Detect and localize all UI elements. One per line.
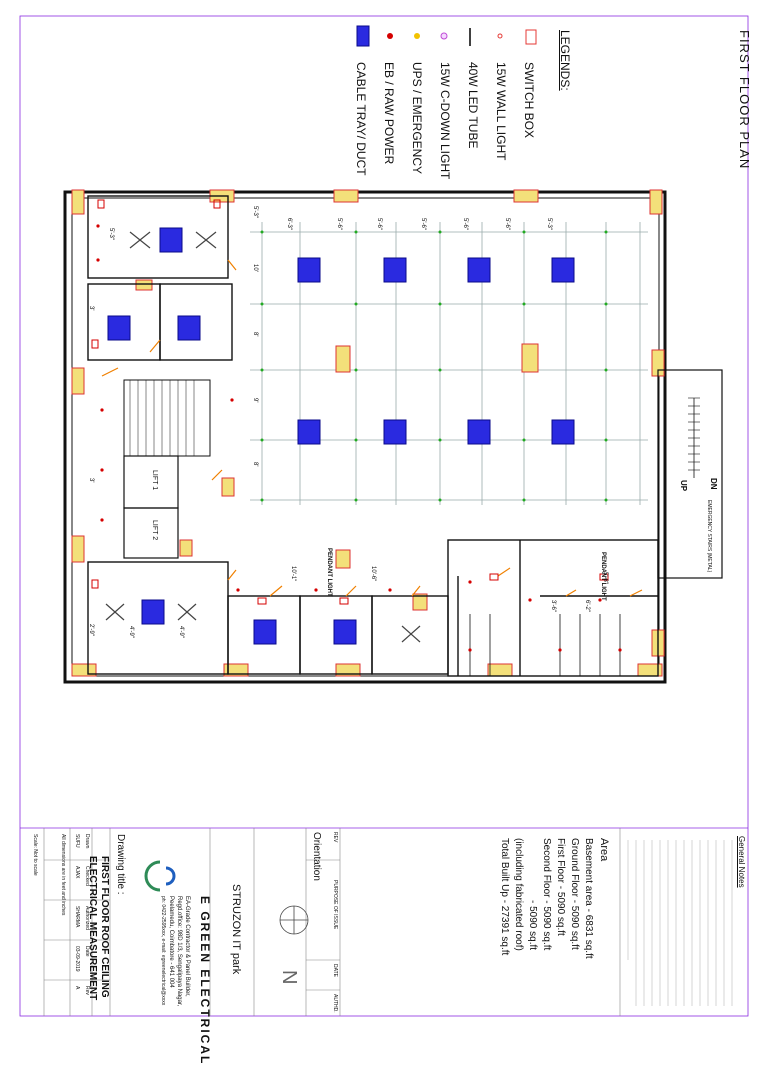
dim-misc-4: 10'-1" [290, 566, 296, 582]
door-swings [101, 259, 643, 597]
dim-misc-2: 3' [88, 306, 94, 311]
area-line-1: Basement area - 6831 sq.ft [583, 838, 594, 959]
tb-header-checked: Checked [84, 866, 90, 886]
emergency-stairs-label: EMERGENCY STAIRS (METAL) [706, 500, 712, 573]
legend-item-eb-raw-power: EB / RAW POWER [382, 62, 396, 165]
legend-item-switch-box: SWITCH BOX [522, 62, 536, 139]
area-heading: Area [598, 838, 610, 862]
floor-plan [19, 15, 749, 1017]
legend-item-cable-tray: CABLE TRAY/ DUCT [354, 62, 368, 176]
rev-header-rev: REV [332, 832, 338, 843]
general-notes-heading: General Notes [737, 836, 746, 888]
lift-2 [123, 507, 179, 559]
company-line-2: Regd.office: 98D 1/3, Sengalipaya Nagar, [176, 896, 182, 1007]
orientation-label: Orientation [311, 832, 322, 881]
compass-letter: N [278, 970, 300, 985]
ceiling-fans [105, 231, 421, 643]
legend-item-ups-emergency: UPS / EMERGENCY [410, 62, 424, 175]
tb-value-authorized: SHARMA [74, 906, 80, 928]
grid-junctions [260, 230, 608, 502]
tb-value-checked: AJAX [74, 866, 80, 879]
area-line-6: (including fabricated roof) [513, 838, 524, 951]
drawing-sheet: 6'-3" 5'-6" 5'-6" 5'-6" 5'-6" 5'-6" 5'-3… [19, 15, 752, 1065]
dim-left-2: 10' [252, 264, 258, 272]
area-line-5: - 5090 sq.ft [527, 900, 538, 951]
cable-trays [107, 227, 575, 645]
legend-heading: LEGENDS: [558, 30, 572, 91]
dim-top-6: 5'-6" [504, 218, 510, 230]
legend-item-c-down-light: 15W C-DOWN LIGHT [438, 62, 452, 180]
dim-top-4: 5'-6" [420, 218, 426, 230]
dim-left-4: 9' [252, 398, 258, 403]
dim-misc-5: 10'-6" [370, 566, 376, 582]
rev-header-purpose: PURPOSE OF ISSUE [332, 880, 338, 930]
wall-lights [96, 224, 622, 652]
tb-value-rev: A [74, 986, 80, 990]
dim-misc-8: 2'-9" [88, 624, 94, 636]
ups-columns [71, 189, 665, 677]
tb-header-rev: Rev [84, 986, 90, 995]
company-line-4: ph: 0422-2595xxx, e-mail: egreenelectric… [160, 896, 166, 1006]
lift-2-label: LIFT 2 [151, 520, 158, 541]
tb-scale: Scale: Not to scale [32, 834, 38, 876]
dim-top-3: 5'-6" [376, 218, 382, 230]
rev-header-date: DATE [332, 964, 338, 977]
company-name: E GREEN ELECTRICAL [198, 896, 212, 1065]
area-line-7: Total Built Up - 27391 sq.ft [499, 838, 510, 956]
dim-top-7: 5'-3" [546, 218, 552, 230]
dim-misc-7: 4'-9" [178, 626, 184, 638]
page-title: FIRST FLOOR PLAN [737, 30, 752, 170]
emergency-stair [657, 369, 723, 579]
lift-1-label: LIFT 1 [151, 470, 158, 491]
dim-misc-1: 5'-3" [108, 228, 114, 240]
dim-top-5: 5'-6" [462, 218, 468, 230]
dim-misc-3: 3' [88, 478, 94, 483]
area-line-2: Ground Floor - 5090 sq.ft [569, 838, 580, 950]
area-line-4: Second Floor - 5090 sq.ft [541, 838, 552, 951]
stair-up-label: UP [679, 480, 688, 492]
pendant-light-label-2: PENDANT LIGHT [600, 552, 606, 601]
pendant-light-label-1: PENDANT LIGHT [326, 548, 332, 597]
tb-header-date: Date [84, 946, 90, 957]
partitions [87, 195, 659, 677]
drawing-title-label: Drawing title : [115, 834, 126, 895]
project-name: STRUZON IT park [230, 884, 242, 975]
dim-left-5: 8' [252, 462, 258, 467]
dim-misc-6: 4'-9" [128, 626, 134, 638]
company-line-3: Peelamedu, Coimbatore - 641 004 [168, 896, 174, 988]
legend-item-wall-light: 15W WALL LIGHT [494, 62, 508, 161]
tb-value-drawn: SUFU [74, 834, 80, 848]
rev-header-authd: AUTHD. [332, 994, 338, 1013]
area-line-3: First Floor - 5090 sq.ft [555, 838, 566, 936]
switch-boxes [91, 199, 609, 605]
dim-misc-11: 3'-6" [550, 600, 556, 612]
tb-note: All dimensions are in feet and inches [60, 834, 66, 916]
dim-misc-10: 6'-2" [584, 600, 590, 612]
dim-left-1: 5'-3" [252, 206, 258, 218]
stair-core [123, 379, 211, 457]
stair-dn-label: DN [709, 478, 718, 490]
tb-value-date: 03-09-2019 [74, 946, 80, 972]
dim-top-1: 6'-3" [286, 218, 292, 230]
building-outline [63, 190, 667, 684]
tb-header-drawn: Drawn [84, 834, 90, 849]
dim-left-3: 8' [252, 332, 258, 337]
dim-top-2: 5'-6" [336, 218, 342, 230]
drawing-title-line-1: FIRST FLOOR ROOF CEILING [99, 856, 110, 998]
legend-item-led-tube: 40W LED TUBE [466, 62, 480, 149]
tb-header-authorized: Authorized [84, 906, 90, 930]
company-line-1: EA-Grade Contractor & Panel Builder, [184, 896, 190, 997]
